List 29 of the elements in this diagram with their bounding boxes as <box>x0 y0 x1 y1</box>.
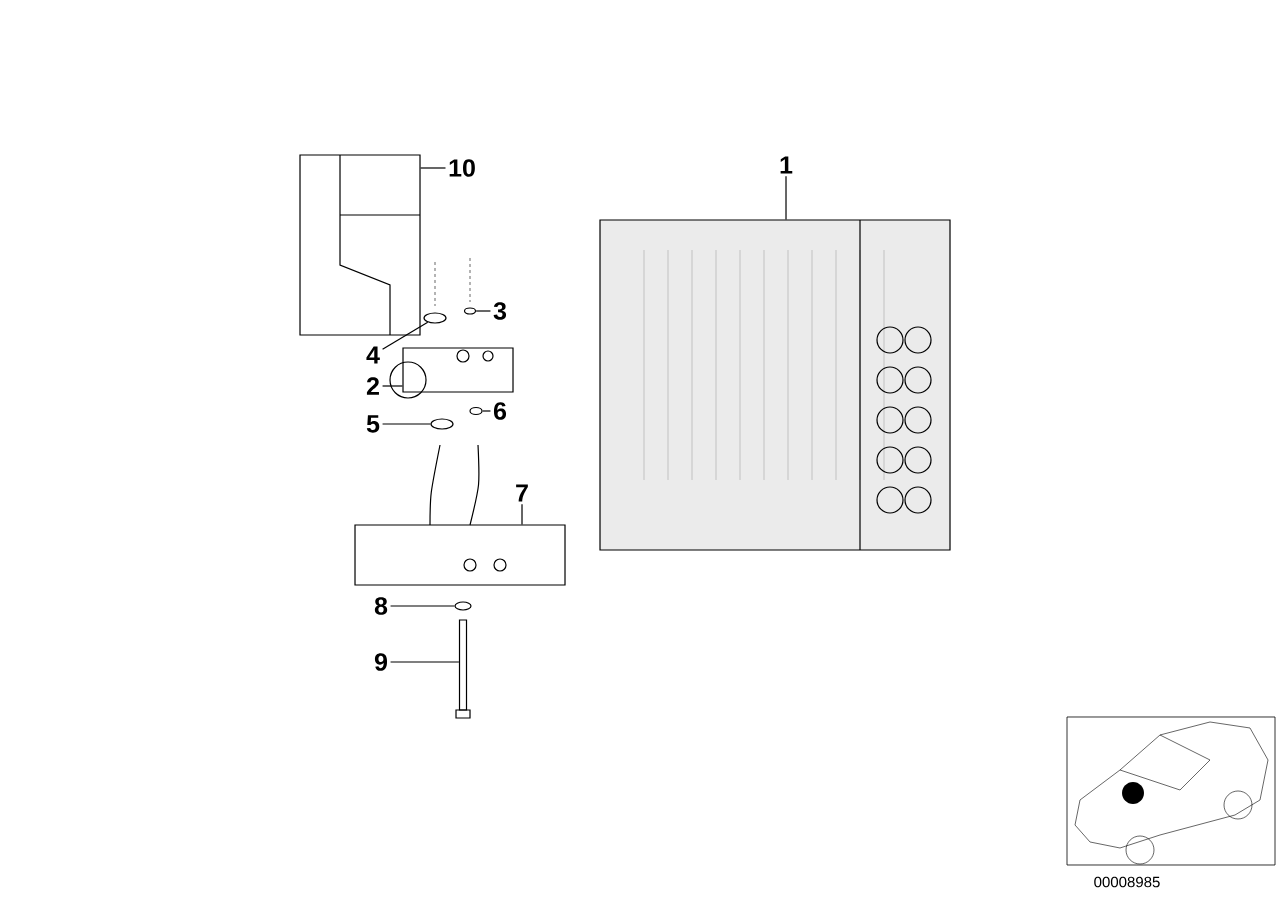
leader-line <box>785 175 787 220</box>
callout-number: 6 <box>493 402 507 420</box>
o-ring <box>469 406 483 416</box>
leader-line <box>420 167 447 169</box>
callout-number: 10 <box>449 159 475 177</box>
leader-line <box>381 423 431 425</box>
callout-number: 3 <box>493 302 507 320</box>
leader-line <box>389 605 455 607</box>
leader-line <box>381 321 429 350</box>
o-ring <box>430 418 454 430</box>
expansion-valve-drawing <box>389 347 514 399</box>
leader-line <box>381 385 403 387</box>
leader-line <box>482 410 492 412</box>
callout-number: 1 <box>780 156 793 174</box>
housing-drawing <box>299 154 421 336</box>
bolt <box>455 619 471 719</box>
leader-line <box>521 503 523 525</box>
washer <box>454 601 472 611</box>
o-ring <box>463 307 477 315</box>
callout-number: 4 <box>366 346 380 364</box>
callout-number: 8 <box>374 597 388 615</box>
callout-number: 9 <box>374 653 388 671</box>
callout-number: 2 <box>366 377 379 395</box>
drawing-number: 00008985 <box>1094 876 1160 888</box>
evaporator-drawing <box>599 219 951 551</box>
leader-line <box>475 310 492 312</box>
callout-number: 5 <box>366 415 380 433</box>
leader-line <box>389 661 460 663</box>
o-ring <box>423 312 447 324</box>
